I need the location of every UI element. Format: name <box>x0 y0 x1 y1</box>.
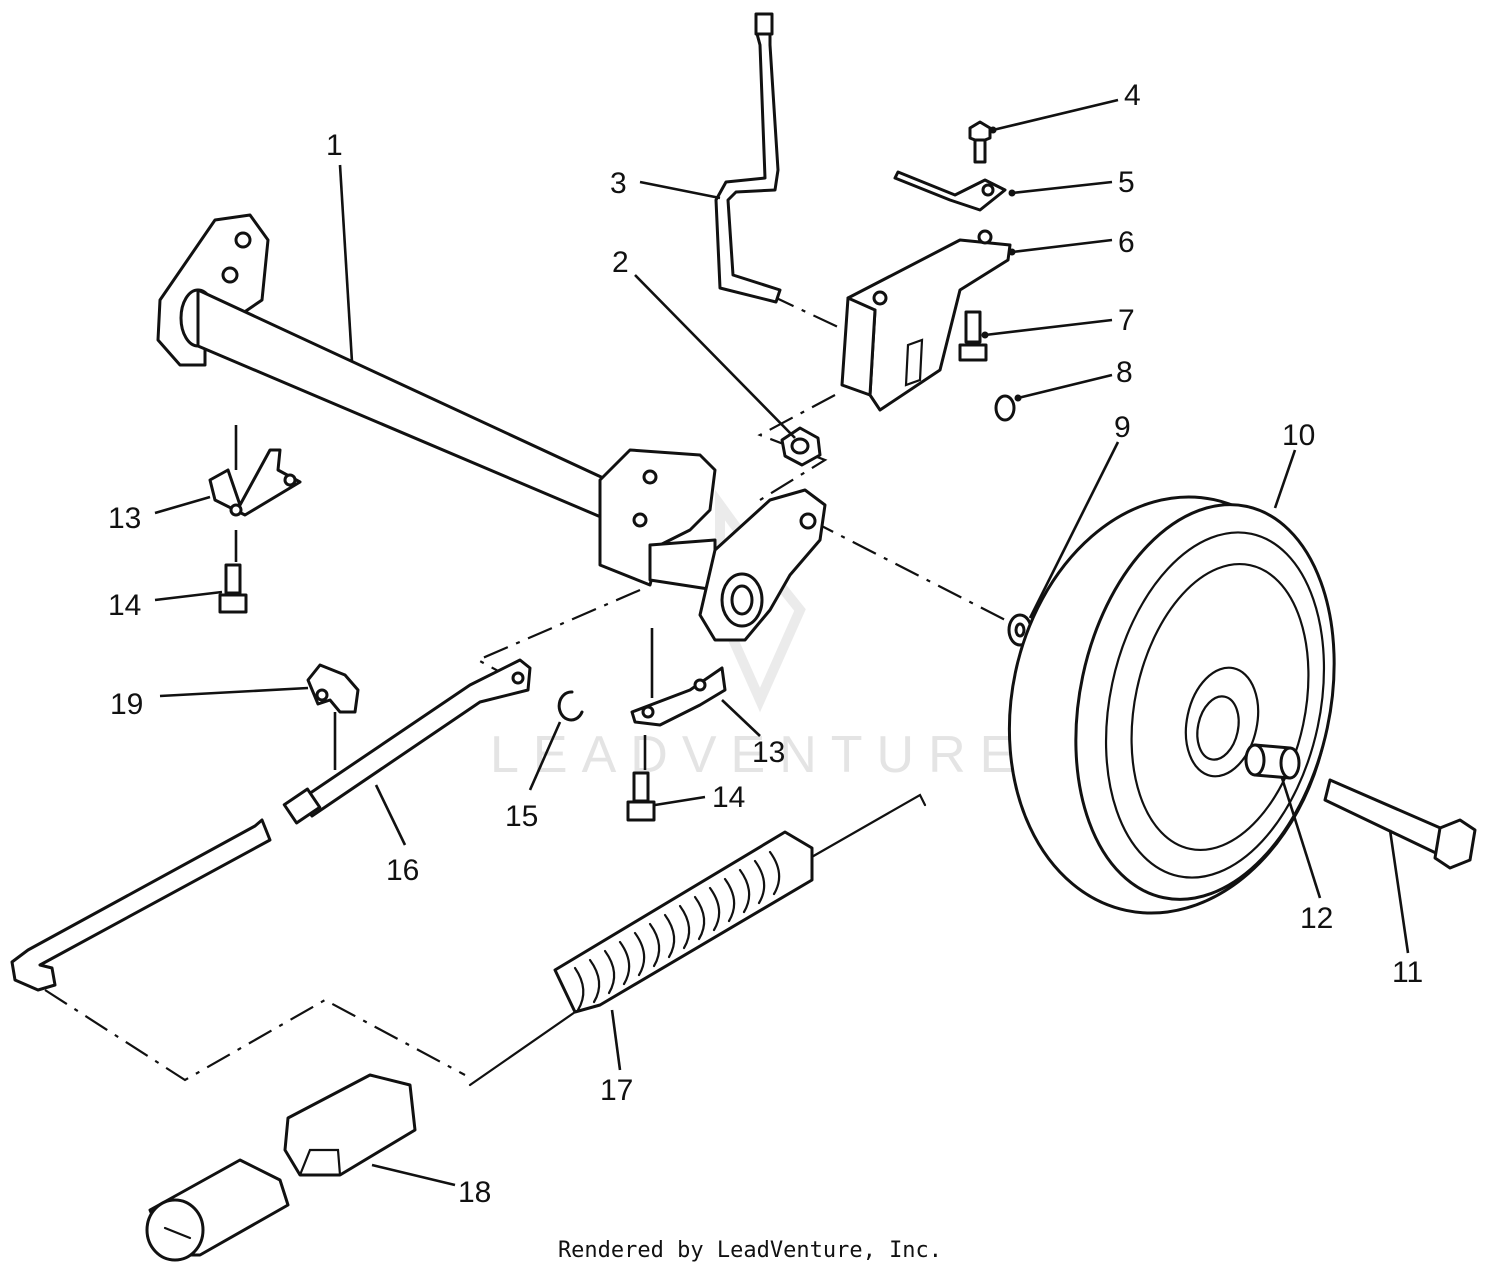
l-rod <box>10 818 272 992</box>
callout-14-left: 14 <box>108 589 141 622</box>
nut <box>780 426 822 467</box>
center-lines <box>44 294 1016 1082</box>
callout-3: 3 <box>610 167 627 200</box>
callout-14-right: 14 <box>712 781 745 814</box>
callout-2: 2 <box>612 246 629 279</box>
bolt-14-left <box>218 563 248 614</box>
shoulder-bolt <box>1323 778 1477 870</box>
crank-rod <box>714 12 782 304</box>
callout-12: 12 <box>1300 902 1333 935</box>
callout-labels: 1 2 3 4 5 6 7 8 9 10 11 12 13 13 14 14 1… <box>108 79 1423 1209</box>
grip <box>145 1073 417 1262</box>
clamp <box>306 663 360 714</box>
washer-8 <box>994 394 1016 422</box>
callout-7: 7 <box>1118 304 1135 337</box>
callout-8: 8 <box>1116 356 1133 389</box>
callout-15: 15 <box>505 800 538 833</box>
callout-17: 17 <box>600 1074 633 1107</box>
bolt-top <box>968 120 992 164</box>
callout-5: 5 <box>1118 166 1135 199</box>
callout-13-left: 13 <box>108 502 141 535</box>
callout-13-right: 13 <box>752 736 785 769</box>
clip-bracket-left <box>208 448 302 517</box>
callout-1: 1 <box>326 129 343 162</box>
axle-assembly <box>156 213 827 642</box>
spring <box>468 793 927 1087</box>
clip-bracket-right <box>630 666 727 727</box>
bolt-7 <box>958 310 988 362</box>
callout-16: 16 <box>386 854 419 887</box>
callout-19: 19 <box>110 688 143 721</box>
callout-10: 10 <box>1282 419 1315 452</box>
callout-4: 4 <box>1124 79 1141 112</box>
bolt-14-right <box>626 771 656 822</box>
lever-rod <box>282 658 532 825</box>
retaining-ring <box>557 690 584 722</box>
wheel <box>1007 495 1336 915</box>
clip <box>893 170 1007 212</box>
callout-18: 18 <box>458 1176 491 1209</box>
callout-6: 6 <box>1118 226 1135 259</box>
bracket <box>840 229 1012 412</box>
leader-dots <box>981 126 1022 402</box>
spacer <box>1244 743 1301 780</box>
leader-lines <box>154 98 1410 1187</box>
callout-11: 11 <box>1392 956 1423 989</box>
callout-9: 9 <box>1114 411 1131 444</box>
watermark-text: LEADVENTURE <box>490 726 1028 784</box>
footer-credit: Rendered by LeadVenture, Inc. <box>557 1238 943 1263</box>
